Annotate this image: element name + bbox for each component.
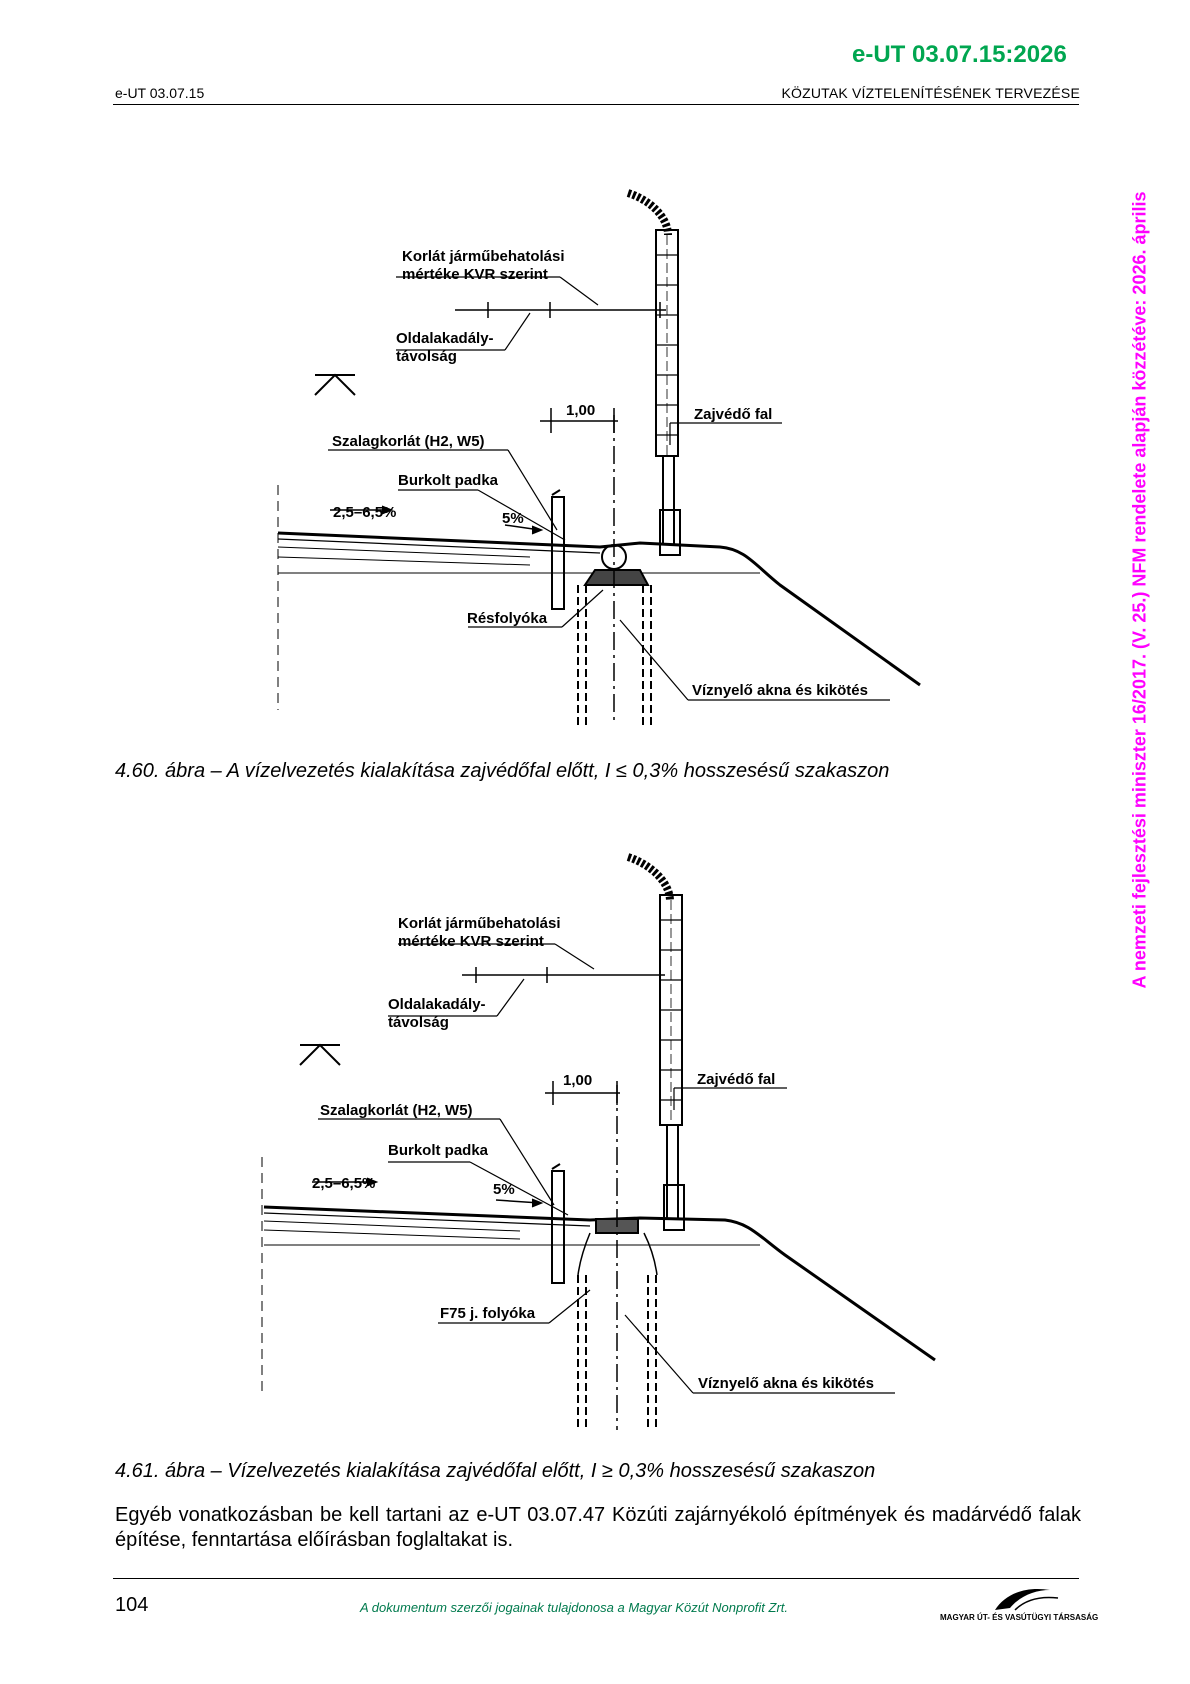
label-guardrail: Szalagkorlát (H2, W5)	[320, 1102, 473, 1119]
copyright-note: A dokumentum szerzői jogainak tulajdonos…	[360, 1600, 789, 1615]
label-drain: Résfolyóka	[467, 610, 548, 627]
logo-swoosh-icon	[995, 1588, 1059, 1611]
label-dimension: 1,00	[563, 1072, 592, 1089]
figure-4-61: Korlát járműbehatolási mértéke KVR szeri…	[0, 835, 1190, 1435]
label-oldalakadaly-line1: Oldalakadály-	[388, 996, 486, 1013]
label-guardrail: Szalagkorlát (H2, W5)	[332, 433, 485, 450]
label-korlat-line2: mértéke KVR szerint	[402, 266, 548, 283]
society-logo: MAGYAR ÚT- ÉS VASÚTÜGYI TÁRSASÁG	[940, 1584, 1099, 1622]
header-doc-ref: e-UT 03.07.15	[115, 85, 205, 101]
figure-4-60: Korlát járműbehatolási mértéke KVR szeri…	[0, 165, 1190, 735]
label-oldalakadaly-line2: távolság	[396, 348, 457, 365]
label-korlat-line1: Korlát járműbehatolási	[402, 248, 565, 265]
page-number: 104	[115, 1594, 149, 1616]
label-shoulder-slope: 5%	[493, 1181, 515, 1198]
label-shoulder-slope: 5%	[502, 510, 524, 527]
label-oldalakadaly-line2: távolság	[388, 1014, 449, 1031]
body-paragraph: Egyéb vonatkozásban be kell tartani az e…	[115, 1504, 1081, 1551]
caption-4-61: 4.61. ábra – Vízelvezetés kialakítása za…	[115, 1460, 876, 1482]
label-korlat-line2: mértéke KVR szerint	[398, 933, 544, 950]
drawing-4-60: Korlát járműbehatolási mértéke KVR szeri…	[277, 189, 921, 725]
label-shaft: Víznyelő akna és kikötés	[698, 1375, 874, 1392]
header-title: KÖZUTAK VÍZTELENÍTÉSÉNEK TERVEZÉSE	[781, 85, 1080, 101]
label-shaft: Víznyelő akna és kikötés	[692, 682, 868, 699]
label-crossfall: 2,5–6,5%	[312, 1175, 375, 1192]
footer-rule	[113, 1578, 1079, 1579]
label-drain: F75 j. folyóka	[440, 1305, 536, 1322]
label-paved-shoulder: Burkolt padka	[398, 472, 499, 489]
label-crossfall: 2,5–6,5%	[333, 504, 396, 521]
label-noise-wall: Zajvédő fal	[697, 1071, 775, 1088]
label-paved-shoulder: Burkolt padka	[388, 1142, 489, 1159]
label-oldalakadaly-line1: Oldalakadály-	[396, 330, 494, 347]
header-rule	[113, 104, 1079, 105]
label-noise-wall: Zajvédő fal	[694, 406, 772, 423]
label-korlat-line1: Korlát járműbehatolási	[398, 915, 561, 932]
caption-4-60: 4.60. ábra – A vízelvezetés kialakítása …	[115, 760, 890, 782]
logo-text: MAGYAR ÚT- ÉS VASÚTÜGYI TÁRSASÁG	[940, 1613, 1099, 1622]
document-code: e-UT 03.07.15:2026	[852, 41, 1067, 68]
drawing-4-61: Korlát járműbehatolási mértéke KVR szeri…	[261, 853, 936, 1430]
label-dimension: 1,00	[566, 402, 595, 419]
